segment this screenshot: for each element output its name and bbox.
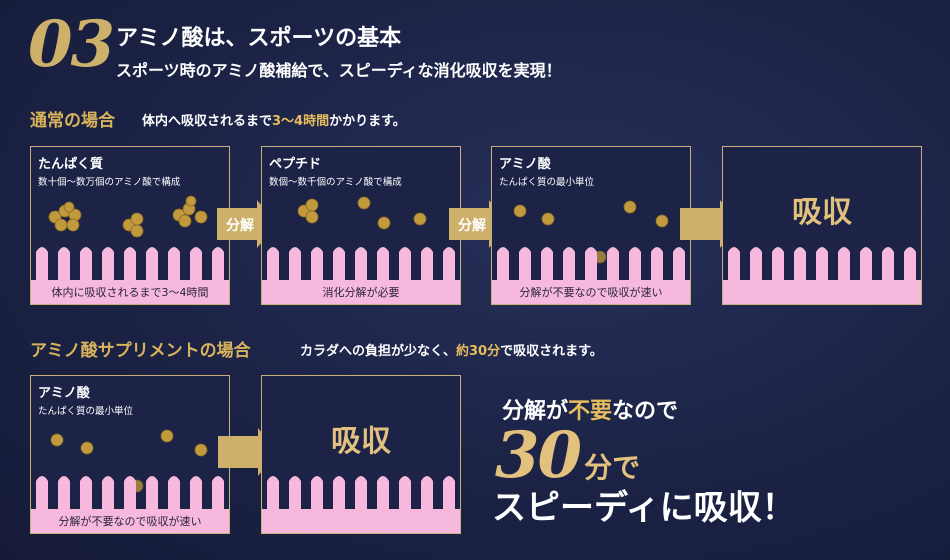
conclusion-text-a: 分解が bbox=[502, 399, 569, 424]
panel-supplement-absorption: 吸収 bbox=[261, 375, 461, 534]
conclusion-text-b: なので bbox=[612, 399, 679, 424]
normal-case-label: 通常の場合 bbox=[30, 111, 115, 131]
panel-caption: 体内に吸収されるまで3〜4時間 bbox=[51, 286, 209, 299]
villi-shape bbox=[723, 247, 921, 304]
panel-peptide: ペプチド 数個〜数千個のアミノ酸で構成 消化分解が必要 bbox=[261, 146, 461, 305]
conclusion-highlight: 不要 bbox=[568, 399, 613, 424]
villi-graphic bbox=[31, 247, 229, 304]
villi-shape bbox=[262, 247, 460, 304]
panel-title: アミノ酸 bbox=[499, 157, 551, 172]
conclusion-line-3: スピーディに吸収！ bbox=[492, 488, 796, 528]
amino-acid-dots bbox=[513, 200, 669, 264]
panel-caption: 消化分解が必要 bbox=[322, 286, 400, 299]
conclusion-line-1: 分解が不要なので bbox=[502, 393, 678, 425]
panel-supplement-amino-acid: アミノ酸 たんぱく質の最小単位 分解が不要なので吸収が速い bbox=[30, 375, 230, 534]
panel-title: たんぱく質 bbox=[38, 157, 104, 172]
peptide-graphic bbox=[297, 196, 427, 230]
amino-acid-cluster bbox=[48, 195, 208, 238]
amino-acid-graphic bbox=[513, 200, 669, 264]
section-number: 03 bbox=[28, 7, 115, 82]
villi-graphic bbox=[723, 247, 921, 304]
normal-desc-post: かかります。 bbox=[329, 114, 406, 129]
panel-protein: たんぱく質 数十個〜数万個のアミノ酸で構成 体内に吸収されるまで3〜4時間 bbox=[30, 146, 230, 305]
villi-shape bbox=[31, 476, 229, 533]
page-title: アミノ酸は、スポーツの基本 bbox=[116, 26, 402, 51]
absorption-label: 吸収 bbox=[331, 424, 391, 459]
normal-desc-pre: 体内へ吸収されるまで bbox=[142, 114, 273, 129]
panel-subtitle: たんぱく質の最小単位 bbox=[38, 406, 134, 417]
panel-subtitle: 数個〜数千個のアミノ酸で構成 bbox=[269, 177, 402, 188]
villi-shape bbox=[262, 476, 460, 533]
supplement-desc-pre: カラダへの負担が少なく、 bbox=[300, 344, 457, 359]
absorption-label: 吸収 bbox=[792, 195, 852, 230]
arrow-label: 分解 bbox=[226, 217, 254, 234]
villi-shape bbox=[492, 247, 690, 304]
panel-caption: 分解が不要なので吸収が速い bbox=[519, 286, 663, 299]
supplement-case-desc: カラダへの負担が少なく、約30分で吸収されます。 bbox=[300, 340, 603, 359]
panel-subtitle: 数十個〜数万個のアミノ酸で構成 bbox=[38, 177, 181, 188]
normal-case-desc: 体内へ吸収されるまで3〜4時間かかります。 bbox=[142, 110, 406, 129]
conclusion-number: 30 bbox=[495, 418, 582, 493]
panel-amino-acid: アミノ酸 たんぱく質の最小単位 分解が不要なので吸収が速い bbox=[491, 146, 691, 305]
supplement-case-label: アミノ酸サプリメントの場合 bbox=[30, 341, 251, 361]
panel-title: ペプチド bbox=[269, 157, 322, 172]
supplement-desc-post: で吸収されます。 bbox=[500, 344, 603, 359]
conclusion-unit: 分で bbox=[584, 451, 641, 484]
panel-absorption: 吸収 bbox=[722, 146, 922, 305]
protein-cluster-graphic bbox=[48, 195, 208, 238]
villi-graphic bbox=[262, 476, 460, 533]
panel-title: アミノ酸 bbox=[38, 386, 90, 401]
panel-subtitle: たんぱく質の最小単位 bbox=[499, 177, 595, 188]
villi-graphic bbox=[492, 247, 690, 304]
arrow-label: 分解 bbox=[458, 217, 486, 234]
supplement-desc-highlight: 約30分 bbox=[456, 344, 501, 359]
peptide-dots bbox=[297, 196, 427, 230]
villi-graphic bbox=[262, 247, 460, 304]
normal-desc-highlight: 3〜4時間 bbox=[272, 114, 330, 129]
page-subtitle: スポーツ時のアミノ酸補給で、スピーディな消化吸収を実現！ bbox=[116, 61, 562, 80]
panel-caption: 分解が不要なので吸収が速い bbox=[58, 515, 202, 528]
villi-shape bbox=[31, 247, 229, 304]
villi-graphic bbox=[31, 476, 229, 533]
